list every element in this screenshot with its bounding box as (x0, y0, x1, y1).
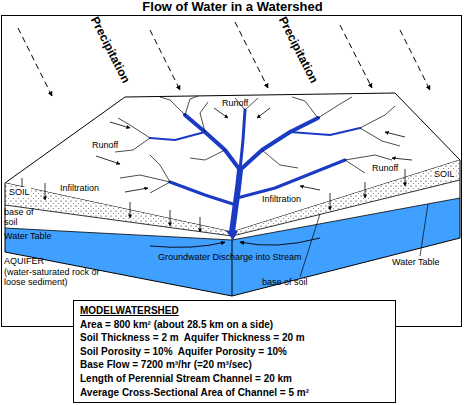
leader-line (420, 204, 428, 256)
infiltration-arrow (45, 183, 46, 200)
stream-branch (240, 118, 318, 170)
infiltration-arrow (365, 182, 366, 198)
runoff-arrow (300, 186, 320, 190)
info-box: MODELWATERSHEDArea = 800 km² (about 28.5… (73, 300, 396, 403)
box-line: Area = 800 km² (about 28.5 km on a side) (80, 318, 389, 332)
groundwater-arrow (240, 238, 320, 245)
layer-label: AQUIFER (4, 256, 44, 266)
precipitation-arrow (340, 25, 372, 88)
precipitation-arrow (18, 28, 52, 96)
groundwater-arrows (150, 238, 320, 247)
tributary-line (120, 155, 170, 193)
runoff-arrow (125, 188, 148, 192)
infiltration-arrow (405, 169, 406, 186)
groundwater-arrow (150, 242, 225, 247)
layer-note: (water-saturated rock or loose sediment) (4, 267, 114, 287)
stream-branch (290, 128, 360, 135)
box-heading: MODELWATERSHED (80, 304, 389, 318)
tributary-line (160, 96, 198, 115)
tributary-line (200, 98, 258, 132)
process-label: Groundwater Discharge into Stream (158, 252, 302, 262)
process-label: Precipitation (88, 15, 133, 86)
stream-channel (150, 110, 360, 240)
layer-label: SOIL (8, 187, 31, 197)
runoff-arrows (96, 108, 412, 192)
runoff-arrow (257, 108, 270, 118)
process-label: Infiltration (60, 183, 99, 193)
box-line: Average Cross-Sectional Area of Channel … (80, 386, 389, 400)
layer-label: base of soil (262, 277, 308, 287)
layer-label: SOIL (433, 169, 456, 179)
infiltration-arrow (330, 193, 331, 210)
box-line: Soil Porosity = 10% Aquifer Porosity = 1… (80, 345, 389, 359)
infiltration-arrow (170, 210, 171, 226)
leader-line (300, 214, 320, 277)
process-label: Runoff (372, 163, 398, 173)
tributary-line (115, 118, 150, 152)
precipitation-arrow (400, 30, 430, 90)
block-outline (5, 160, 460, 296)
tributaries (115, 96, 400, 193)
runoff-arrow (96, 156, 120, 164)
tributary-line (190, 150, 392, 173)
stream-branch (150, 132, 205, 140)
precipitation-arrow (235, 22, 268, 88)
process-label: Precipitation (276, 15, 321, 86)
box-line: Soil Thickness = 2 m Aquifer Thickness =… (80, 331, 389, 345)
process-label: Infiltration (262, 194, 301, 204)
box-line: Length of Perennial Stream Channel = 20 … (80, 372, 389, 386)
runoff-arrow (214, 108, 228, 118)
diagram-title: Flow of Water in a Watershed (0, 0, 465, 14)
runoff-arrow (392, 158, 412, 160)
stream-branch (237, 160, 345, 198)
figure-frame (2, 16, 462, 327)
layer-label: Water Table (392, 257, 440, 267)
precipitation-arrow (150, 30, 180, 90)
infiltration-arrow (130, 202, 131, 218)
stream-trunk (232, 170, 240, 232)
runoff-arrow (110, 122, 130, 128)
precipitation-arrows (18, 22, 430, 96)
infiltration-arrow (200, 217, 201, 232)
box-line: Base Flow = 7200 m³/hr (=20 m³/sec) (80, 358, 389, 372)
layer-label: base of soil (4, 207, 40, 227)
runoff-arrow (385, 132, 405, 137)
block-edge (232, 232, 233, 296)
layer-label: Water Table (4, 231, 52, 241)
process-label: Runoff (92, 140, 118, 150)
process-label: Runoff (222, 98, 248, 108)
infiltration-arrows (22, 169, 405, 232)
stream-branch (185, 115, 240, 170)
stream-branch (170, 182, 236, 205)
stream-branch (240, 110, 245, 170)
tributary-line (360, 106, 400, 146)
tributary-line (292, 97, 352, 118)
